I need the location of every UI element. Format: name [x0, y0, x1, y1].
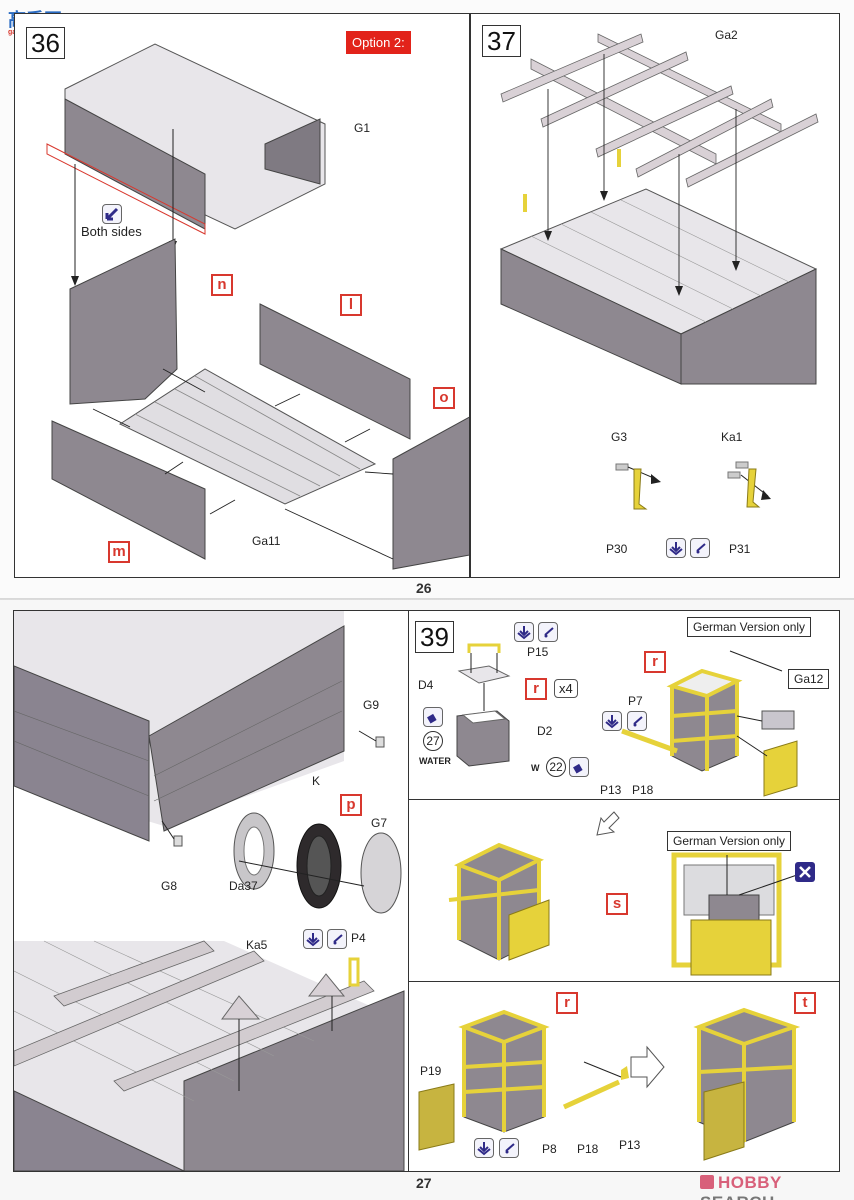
step-36-illustration — [46, 43, 469, 570]
paint-icon-27 — [423, 707, 443, 727]
part-label-ka1: Ka1 — [721, 430, 743, 444]
both-sides-label: Both sides — [81, 224, 142, 239]
page-number-26: 26 — [416, 580, 432, 596]
part-label-p30: P30 — [606, 542, 628, 556]
part-label-p18: P18 — [632, 783, 654, 797]
page-26: 高手网 gao.shou.com 36 Option 2: — [8, 10, 840, 596]
part-label-p31: P31 — [729, 542, 751, 556]
w-label: W — [531, 763, 540, 773]
step-37-panel: 37 Ga2 — [470, 13, 840, 578]
part-label-d4: D4 — [418, 678, 434, 692]
part-label-p15: P15 — [527, 645, 549, 659]
tag-r-39: r — [525, 678, 547, 700]
bend-part-icon-39 — [538, 622, 558, 642]
tag-o: o — [433, 387, 455, 409]
remove-from-sprue-icon — [666, 538, 686, 558]
variant-t-panel: r t P19 P8 P18 P13 — [408, 981, 840, 1172]
part-label-d2: D2 — [537, 724, 553, 738]
quantity-x4: x4 — [554, 679, 578, 698]
variant-t-illustration — [418, 1007, 801, 1161]
part-label-g1: G1 — [354, 121, 371, 135]
color-code-22: 22 — [546, 757, 566, 777]
part-label-g3: G3 — [611, 430, 628, 444]
variant-s-illustration — [448, 811, 798, 976]
step-37-illustration — [499, 33, 819, 385]
step-38-panel: 38 — [13, 610, 409, 1172]
step-36-panel: 36 Option 2: — [14, 13, 470, 578]
part-label-k: K — [312, 774, 321, 788]
variant-s-panel: s German Version only — [408, 799, 840, 982]
part-label-da37: Da37 — [229, 879, 258, 893]
part-label-g7: G7 — [371, 816, 388, 830]
tag-s: s — [606, 893, 628, 915]
tag-n: n — [211, 274, 233, 296]
page-number-27: 27 — [416, 1175, 432, 1191]
part-label-p7: P7 — [628, 694, 643, 708]
part-label-ga12: Ga12 — [788, 669, 830, 689]
rack-illustration — [621, 650, 798, 797]
brackets-illustration — [615, 461, 771, 510]
part-label-p13-b: P13 — [619, 1138, 641, 1152]
bend-part-icon — [690, 538, 710, 558]
hobby-search-mark-icon — [700, 1175, 714, 1189]
tag-r-t-row: r — [556, 992, 578, 1014]
tag-t: t — [794, 992, 816, 1014]
water-label: WATER — [419, 756, 451, 766]
rack-assembly-panel: German Version only r Ga12 P7 P13 — [592, 610, 840, 800]
part-label-ga11: Ga11 — [252, 534, 281, 548]
tag-l: l — [340, 294, 362, 316]
tag-r-rack: r — [644, 651, 666, 673]
paint-icon-22 — [569, 757, 589, 777]
both-sides-cut-icon — [102, 204, 122, 224]
part-label-ga2: Ga2 — [715, 28, 738, 42]
option-2-badge: Option 2: — [346, 31, 411, 54]
remove-from-sprue-icon-t — [474, 1138, 494, 1158]
step-39-panel: 39 P15 D4 r x4 27 D2 WATER W 22 — [408, 610, 593, 800]
tag-p: p — [340, 794, 362, 816]
part-label-p19: P19 — [420, 1064, 442, 1078]
part-label-g9: G9 — [363, 698, 380, 712]
bend-part-icon-38 — [327, 929, 347, 949]
remove-from-sprue-icon-38 — [303, 929, 323, 949]
tag-m: m — [108, 541, 130, 563]
german-version-label: German Version only — [687, 617, 812, 637]
remove-from-sprue-icon-39 — [514, 622, 534, 642]
step-36-number: 36 — [26, 27, 65, 59]
part-label-p8: P8 — [542, 1142, 557, 1156]
step-39-number: 39 — [415, 621, 454, 653]
remove-from-sprue-icon-rack — [602, 711, 622, 731]
part-label-p4: P4 — [351, 931, 366, 945]
color-code-27: 27 — [423, 731, 443, 751]
step-38-illustration — [14, 611, 405, 1171]
step-37-number: 37 — [482, 25, 521, 57]
german-version-label-2: German Version only — [667, 831, 792, 851]
part-label-g8: G8 — [161, 879, 178, 893]
page-27: 38 — [0, 600, 854, 1200]
bend-part-icon-t — [499, 1138, 519, 1158]
part-label-p13: P13 — [600, 783, 622, 797]
cut-off-icon — [795, 862, 815, 882]
part-label-ka5: Ka5 — [246, 938, 268, 952]
jerrycan-illustration — [456, 643, 511, 767]
hobby-search-logo: HOBBY SEARCH — [700, 1173, 854, 1200]
bend-part-icon-rack — [627, 711, 647, 731]
part-label-p18-b: P18 — [577, 1142, 599, 1156]
